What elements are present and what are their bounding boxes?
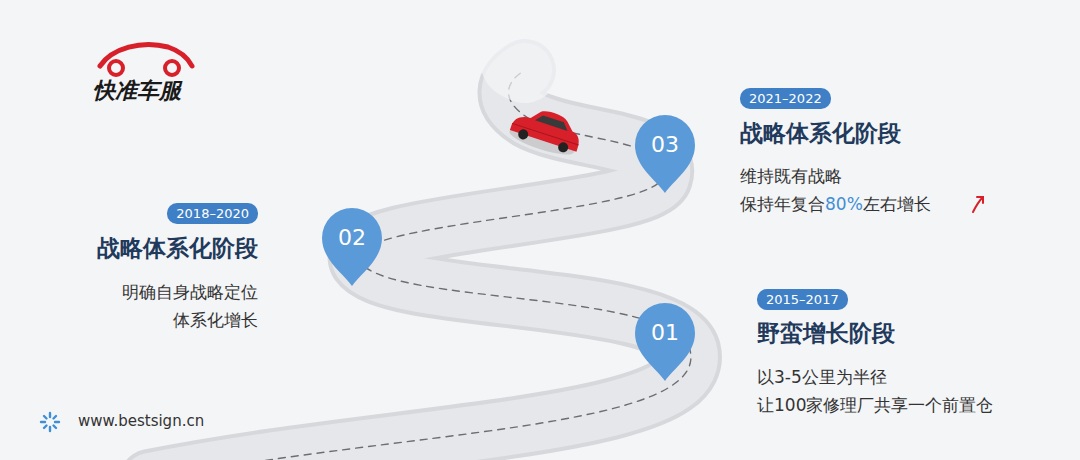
website-url: www.bestsign.cn xyxy=(78,412,204,430)
stage-body: 以3-5公里为半径 让100家修理厂共享一个前置仓 xyxy=(757,363,993,419)
year-tag: 2015–2017 xyxy=(757,289,848,310)
stage-heading: 战略体系化阶段 xyxy=(97,233,258,264)
red-car xyxy=(507,102,586,161)
stage-body: 维持既有战略 保持年复合80%左右增长 xyxy=(740,162,931,218)
year-tag: 2018–2020 xyxy=(167,203,258,224)
site-icon xyxy=(41,413,59,431)
stage-heading: 野蛮增长阶段 xyxy=(757,318,895,349)
logo-car xyxy=(100,44,192,75)
stage-marker: 01 xyxy=(635,303,695,383)
stage-body: 明确自身战略定位 体系化增长 xyxy=(122,278,258,334)
pin-outline xyxy=(322,208,382,286)
year-range: 2021–2022 xyxy=(749,90,822,107)
pin-outline xyxy=(635,115,695,193)
year-tag: 2021–2022 xyxy=(740,88,831,109)
brand-name: 快准车服 xyxy=(93,76,181,106)
callout-number: 02 xyxy=(322,208,382,268)
stage-marker: 02 xyxy=(322,208,382,288)
stage-heading: 战略体系化阶段 xyxy=(740,118,901,149)
stage-marker: 03 xyxy=(635,115,695,195)
callout-number: 01 xyxy=(635,303,695,363)
pin-outline xyxy=(635,303,695,381)
year-range: 2018–2020 xyxy=(176,205,249,222)
year-range: 2015–2017 xyxy=(766,291,839,308)
callout-number: 03 xyxy=(635,115,695,175)
up-arrow xyxy=(973,197,983,212)
